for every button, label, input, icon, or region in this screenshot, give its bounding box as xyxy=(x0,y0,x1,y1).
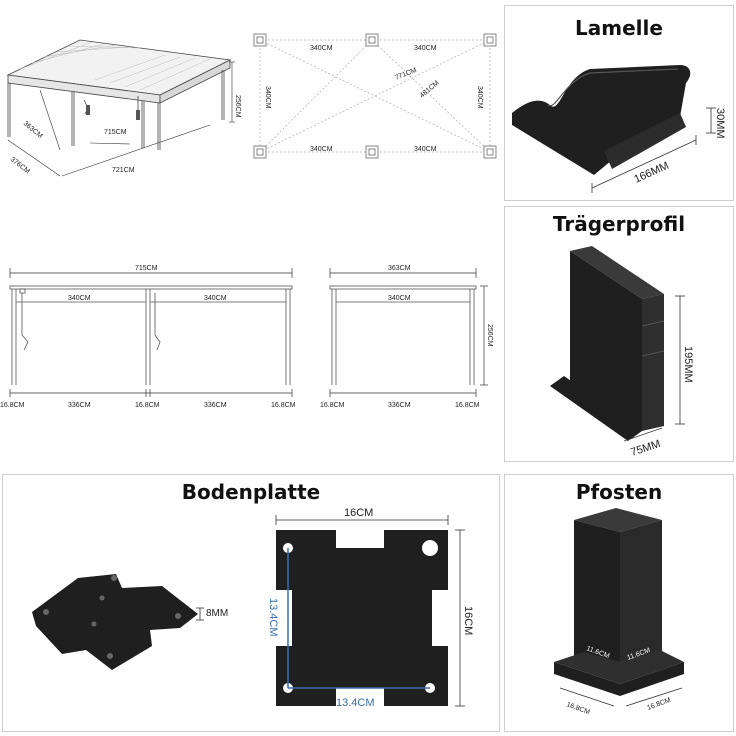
front-span-left-label: 340CM xyxy=(68,295,91,302)
front-total-label: 715CM xyxy=(135,265,158,272)
front-view-drawing: 715CM 340CM 340CM 16.8CM 336CM 16.8CM 33… xyxy=(0,265,296,409)
side-bottom-1: 336CM xyxy=(388,402,411,409)
pergola-overview-drawing: 256CM 363CM 715CM 376CM 721CM xyxy=(6,39,241,177)
front-span-right-label: 340CM xyxy=(204,295,227,302)
side-height-label: 256CM xyxy=(486,324,493,347)
side-span-label: 340CM xyxy=(388,295,411,302)
bodenplatte-right-label: 16CM xyxy=(462,606,474,635)
plan-bottom-left-label: 340CM xyxy=(310,146,333,153)
side-bottom-2: 16.8CM xyxy=(455,402,480,409)
bodenplatte-3d-drawing: 8MM xyxy=(32,574,228,670)
lamelle-drawing: 166MM 30MM xyxy=(512,65,726,193)
plan-top-left-label: 340CM xyxy=(310,45,333,52)
plan-diagonal-short-label: 481CM xyxy=(419,80,441,100)
pfosten-base-right-label: 16.8CM xyxy=(646,697,672,712)
overview-depth-label: 363CM xyxy=(22,120,44,140)
front-bottom-1: 336CM xyxy=(68,402,91,409)
pfosten-base-left-label: 16.8CM xyxy=(565,701,591,716)
bodenplatte-thickness-label: 8MM xyxy=(206,608,228,619)
bodenplatte-plan-drawing: 16CM 16CM 13.4CM 13.4CM xyxy=(267,507,474,709)
overview-outer-depth-label: 376CM xyxy=(9,156,31,176)
side-bottom-0: 16.8CM xyxy=(320,402,345,409)
lamelle-title: Lamelle xyxy=(575,16,663,40)
traeger-title: Trägerprofil xyxy=(552,212,686,236)
plan-top-right-label: 340CM xyxy=(414,45,437,52)
plan-bottom-right-label: 340CM xyxy=(414,146,437,153)
overview-outer-length-label: 721CM xyxy=(112,167,135,174)
plan-left-side-label: 340CM xyxy=(264,86,271,109)
pfosten-title: Pfosten xyxy=(575,480,663,504)
pfosten-drawing: 11.6CM 11.6CM 16.8CM 16.8CM xyxy=(554,508,684,716)
bodenplatte-title: Bodenplatte xyxy=(181,480,321,504)
overview-height-label: 256CM xyxy=(234,95,241,118)
front-bottom-2: 16.8CM xyxy=(135,402,160,409)
lamelle-width-label: 166MM xyxy=(632,160,670,186)
traeger-width-label: 75MM xyxy=(629,438,662,459)
traeger-drawing: 195MM 75MM xyxy=(550,246,694,459)
side-total-label: 363CM xyxy=(388,265,411,272)
plan-right-side-label: 340CM xyxy=(476,86,483,109)
bodenplatte-inner-bottom-label: 13.4CM xyxy=(336,697,375,709)
front-bottom-0: 16.8CM xyxy=(0,402,25,409)
bodenplatte-inner-left-label: 13.4CM xyxy=(267,598,279,637)
front-bottom-3: 336CM xyxy=(204,402,227,409)
overview-inner-length-label: 715CM xyxy=(104,129,127,136)
traeger-height-label: 195MM xyxy=(682,346,694,383)
bodenplatte-top-label: 16CM xyxy=(344,507,373,519)
side-view-drawing: 363CM 340CM 256CM 16.8CM 336CM 16.8CM xyxy=(320,265,493,409)
plan-diagonal-long-label: 771CM xyxy=(394,67,418,82)
front-bottom-4: 16.8CM xyxy=(271,402,296,409)
plan-view-drawing: 340CM 340CM 340CM 340CM 340CM 340CM 771C… xyxy=(253,33,497,159)
lamelle-height-label: 30MM xyxy=(714,108,726,139)
